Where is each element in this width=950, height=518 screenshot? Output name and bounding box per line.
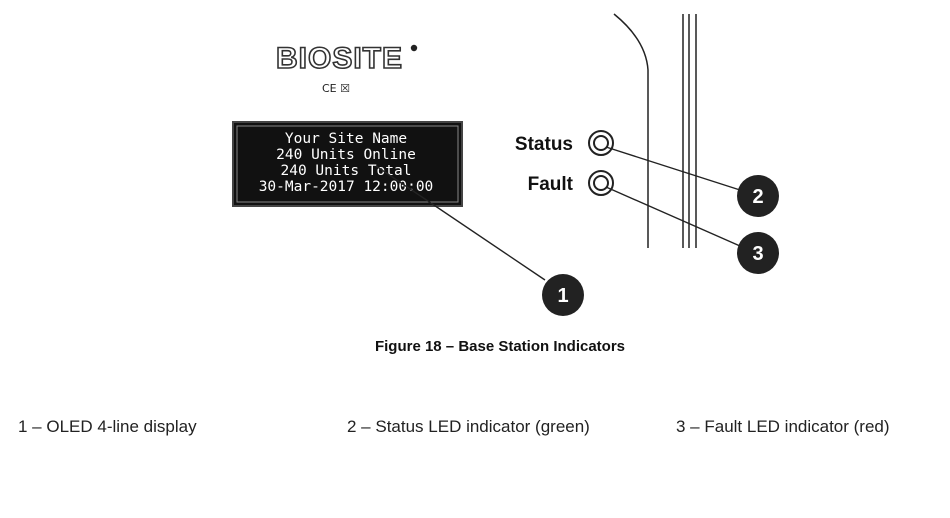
callout-3: 3	[737, 232, 779, 274]
leader-line-3	[605, 186, 741, 247]
oled-display: Your Site Name 240 Units Online 240 Unit…	[232, 121, 463, 207]
callout-1-circle	[542, 274, 584, 316]
leader-line-1	[375, 165, 546, 281]
status-label: Status	[515, 134, 573, 155]
status-led-icon	[593, 135, 609, 151]
callout-1: 1	[542, 274, 584, 316]
callout-2-circle	[737, 175, 779, 217]
oled-screen	[232, 121, 463, 207]
oled-bezel	[236, 125, 459, 203]
legend-item-display: 1 – OLED 4-line display	[18, 417, 197, 436]
callout-1-number: 1	[557, 285, 568, 307]
registered-dot-icon	[410, 44, 418, 52]
fault-led-icon	[593, 175, 609, 191]
callout-2: 2	[737, 175, 779, 217]
status-indicator: Status	[515, 130, 614, 156]
callout-3-circle	[737, 232, 779, 274]
legend-item-fault-led: 3 – Fault LED indicator (red)	[676, 417, 890, 436]
callout-2-number: 2	[752, 186, 763, 208]
regulatory-marks: CE ☒	[322, 82, 350, 95]
base-station-diagram: BIOSITE CE ☒ Your Site Name 240 Units On…	[232, 13, 779, 316]
legend-item-status-led: 2 – Status LED indicator (green)	[347, 417, 590, 436]
oled-line-3: 240 Units Total	[281, 163, 412, 179]
oled-line-2: 240 Units Online	[276, 147, 416, 163]
callout-3-number: 3	[752, 243, 763, 265]
fault-label: Fault	[528, 174, 574, 195]
figure-caption: Figure 18 – Base Station Indicators	[374, 338, 626, 355]
fault-indicator: Fault	[528, 170, 614, 196]
leader-line-2	[605, 146, 741, 191]
biosite-logo: BIOSITE CE ☒	[275, 41, 418, 95]
oled-line-1: Your Site Name	[285, 131, 407, 147]
housing-curve	[613, 13, 649, 248]
logo-brand-text: BIOSITE	[276, 42, 403, 75]
device-housing-edge	[613, 13, 697, 248]
oled-line-4: 30-Mar-2017 12:00:00	[259, 179, 434, 195]
callout-leader-lines	[375, 146, 741, 281]
